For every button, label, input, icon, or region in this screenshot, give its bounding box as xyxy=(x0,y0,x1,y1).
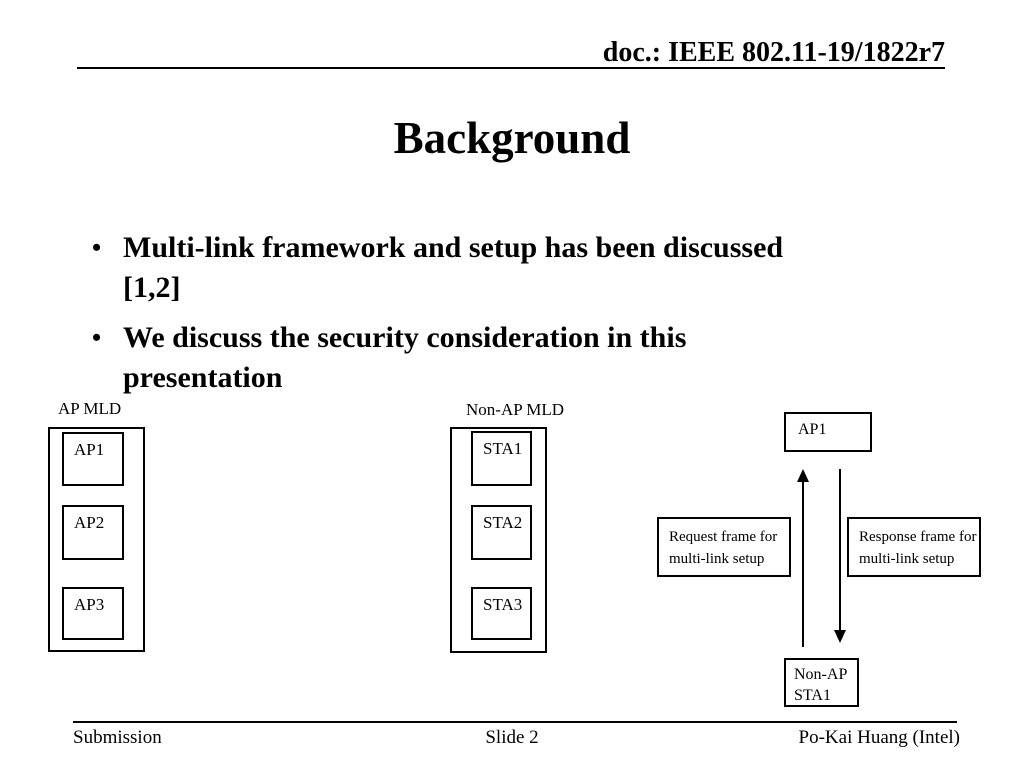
request-frame-box: Request frame for multi-link setup xyxy=(657,517,791,577)
non-ap-sta1-box: Non-AP STA1 xyxy=(784,658,859,707)
sta2-node-label: STA2 xyxy=(483,513,523,532)
response-frame-line: multi-link setup xyxy=(859,551,955,567)
bullet-glyph: • xyxy=(92,233,102,262)
setup-ap1-label: AP1 xyxy=(798,421,827,438)
ap-mld-label: AP MLD xyxy=(58,399,122,418)
page-title: Background xyxy=(393,113,631,163)
request-arrow-line xyxy=(802,481,804,647)
response-arrow-line xyxy=(839,469,841,630)
bullet-item: • We discuss the security consideration … xyxy=(92,318,892,398)
sta1-node-box: STA1 xyxy=(471,431,532,486)
ap3-node-box: AP3 xyxy=(62,587,124,640)
request-arrow-head-icon xyxy=(797,469,809,482)
sta3-node-label: STA3 xyxy=(483,595,523,614)
bullet-line: Multi-link framework and setup has been … xyxy=(123,231,784,264)
footer-slide-number: Slide 2 xyxy=(485,727,539,748)
request-frame-line: multi-link setup xyxy=(669,551,765,567)
bullet-item: • Multi-link framework and setup has bee… xyxy=(92,228,892,308)
bullet-line: presentation xyxy=(123,361,283,394)
response-frame-line: Response frame for xyxy=(859,529,977,545)
response-frame-box: Response frame for multi-link setup xyxy=(847,517,981,577)
non-ap-sta1-line: Non-AP xyxy=(794,666,848,683)
bullet-line: We discuss the security consideration in… xyxy=(123,321,687,354)
bullet-text: We discuss the security consideration in… xyxy=(123,318,686,398)
sta1-node-label: STA1 xyxy=(483,439,523,458)
non-ap-mld-label: Non-AP MLD xyxy=(466,400,565,419)
request-frame-line: Request frame for xyxy=(669,529,778,545)
ap1-node-box: AP1 xyxy=(62,432,124,486)
non-ap-sta1-text: Non-AP STA1 xyxy=(786,660,857,706)
sta3-node-box: STA3 xyxy=(471,587,532,640)
footer-rule xyxy=(73,721,957,723)
response-frame-text: Response frame for multi-link setup xyxy=(849,519,979,570)
bullet-list: • Multi-link framework and setup has bee… xyxy=(92,228,892,398)
footer-author: Po-Kai Huang (Intel) xyxy=(798,727,960,748)
ap2-node-box: AP2 xyxy=(62,505,124,560)
header-doc-label: doc.: IEEE 802.11-19/1822r7 xyxy=(602,37,945,68)
request-frame-text: Request frame for multi-link setup xyxy=(659,519,789,570)
ap2-node-label: AP2 xyxy=(74,513,105,532)
header-rule xyxy=(77,67,945,69)
setup-ap1-box: AP1 xyxy=(784,412,872,452)
bullet-text: Multi-link framework and setup has been … xyxy=(123,228,783,308)
sta2-node-box: STA2 xyxy=(471,505,532,560)
ap3-node-label: AP3 xyxy=(74,595,105,614)
bullet-line: [1,2] xyxy=(123,271,181,304)
response-arrow-head-icon xyxy=(834,630,846,643)
non-ap-sta1-line: STA1 xyxy=(794,687,831,704)
ap1-node-label: AP1 xyxy=(74,440,105,459)
footer-submission: Submission xyxy=(73,727,162,748)
bullet-glyph: • xyxy=(92,323,102,352)
